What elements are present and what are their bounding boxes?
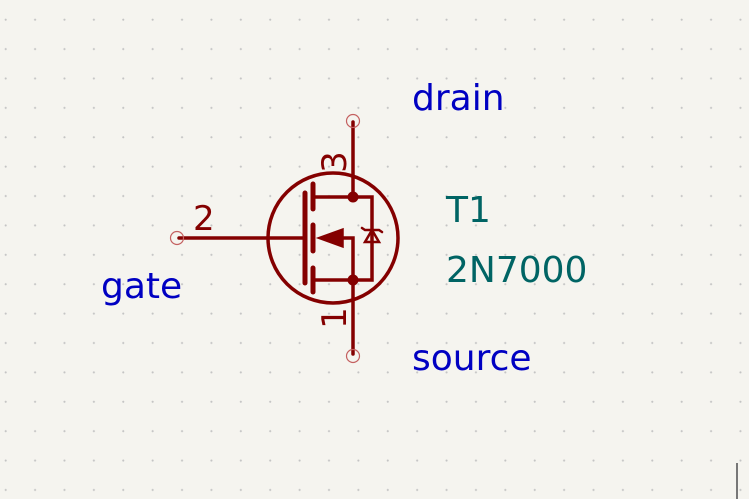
source-pin-end[interactable]: [345, 348, 361, 364]
pin-number-1: 1: [315, 307, 355, 329]
body-diode-bar: [360, 226, 384, 234]
drain-pin-end[interactable]: [345, 113, 361, 129]
net-label-gate[interactable]: gate: [101, 266, 182, 307]
pin-number-3: 3: [315, 151, 355, 173]
text-cursor: [736, 463, 738, 499]
junction-dot-drain: [347, 191, 359, 203]
mosfet-symbol[interactable]: [177, 120, 400, 356]
reference-field[interactable]: T1: [445, 190, 491, 231]
drain-connection: [311, 195, 374, 282]
source-body-connection: [338, 236, 355, 282]
net-label-drain[interactable]: drain: [412, 78, 505, 119]
net-label-source[interactable]: source: [412, 338, 532, 379]
gate-pin-end[interactable]: [169, 230, 185, 246]
value-field[interactable]: 2N7000: [446, 250, 587, 291]
pin-number-2: 2: [193, 199, 215, 239]
junction-dot-source: [347, 274, 359, 286]
body-arrow: [315, 227, 344, 249]
body-diode-triangle: [362, 227, 382, 244]
